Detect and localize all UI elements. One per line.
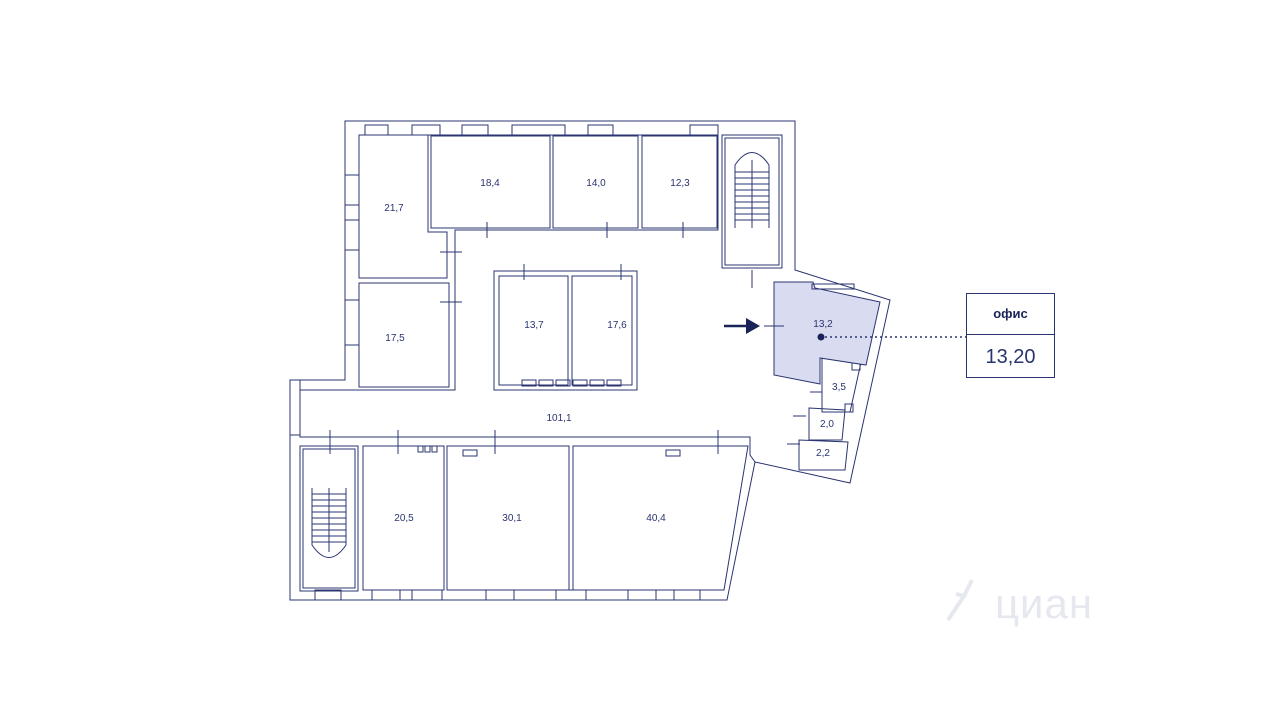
room-label-r15: 40,4	[646, 513, 666, 524]
room-shape-r7	[571, 275, 633, 386]
arrow-right-icon	[724, 318, 760, 334]
room-label-r7: 17,6	[607, 320, 627, 331]
bottom-vents	[417, 445, 681, 457]
central-block	[493, 270, 638, 391]
room-shape-r4	[641, 135, 718, 229]
stair-bottom-enclosure	[299, 445, 359, 592]
room-shape-r5	[358, 282, 450, 388]
room-label-r12: 101,1	[546, 413, 571, 424]
room-label-r2: 18,4	[480, 178, 500, 189]
room-shape-r11	[798, 439, 849, 471]
left-windows	[344, 174, 360, 346]
stair-bottom-treads	[311, 488, 347, 558]
room-shape-r8	[773, 281, 881, 385]
room-shape-r6	[498, 275, 569, 386]
room-label-r1: 21,7	[384, 203, 404, 214]
room-shape-r3	[552, 135, 639, 229]
watermark-text: циан	[995, 580, 1094, 627]
room-label-r6: 13,7	[524, 320, 544, 331]
room-label-r10: 2,0	[820, 419, 834, 430]
inner-outline	[299, 134, 756, 463]
room-area-value: 13,20	[985, 346, 1036, 368]
room-type-label: офис	[967, 294, 1054, 335]
stair-top-treads	[734, 152, 770, 228]
room-shape-r14	[446, 445, 570, 591]
room-shape-r15	[572, 445, 749, 591]
room-shape-r10	[808, 407, 846, 441]
cian-logo-icon	[946, 579, 974, 622]
room-label-r5: 17,5	[385, 333, 405, 344]
west-wing-outline	[290, 379, 301, 436]
bottom-windows	[314, 589, 701, 601]
room-info-box: офис 13,20	[966, 293, 1055, 378]
door-marks	[329, 222, 822, 454]
top-windows	[364, 124, 719, 136]
room-label-r14: 30,1	[502, 513, 522, 524]
stair-top-enclosure	[721, 134, 783, 269]
room-shape-r13	[362, 445, 445, 591]
room-label-r13: 20,5	[394, 513, 414, 524]
room-label-r9: 3,5	[832, 382, 846, 393]
room-shape-r2	[430, 135, 551, 229]
room-shape-r1	[358, 134, 448, 279]
dot-marker-icon	[817, 333, 825, 341]
room-label-r11: 2,2	[816, 448, 830, 459]
room-label-r4: 12,3	[670, 178, 690, 189]
room-label-r8: 13,2	[813, 319, 833, 330]
room-label-r3: 14,0	[586, 178, 606, 189]
central-vents	[521, 379, 622, 387]
